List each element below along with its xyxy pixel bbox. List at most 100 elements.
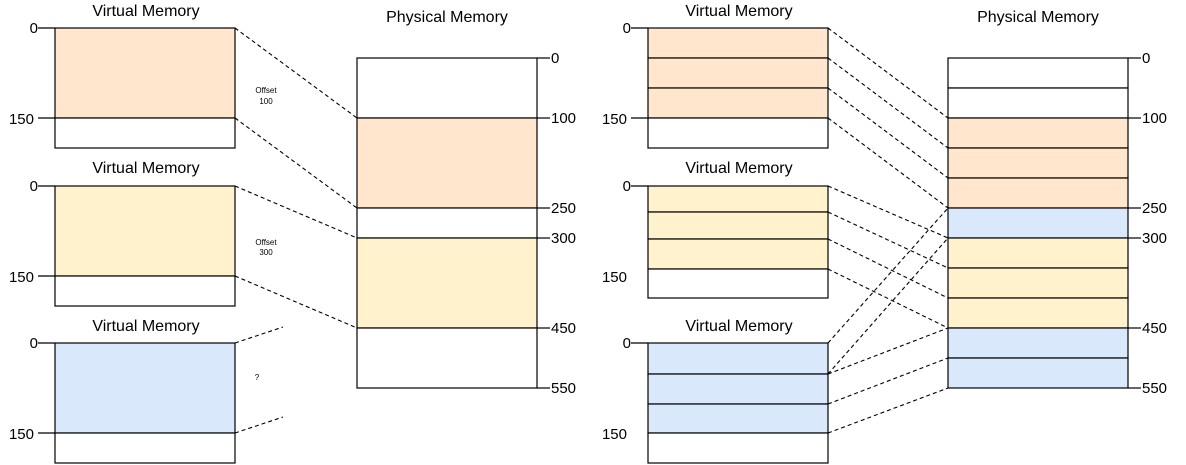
left-diagram: Virtual Memory 0 150 Offset 100 Virtual …: [9, 3, 576, 464]
left-map-vm3-bottom-stub: [234, 416, 284, 434]
right-vm2-tick-bottom: 150: [602, 269, 627, 286]
left-map-vm2-bottom: [234, 275, 358, 329]
left-vm3-tick-top: 0: [30, 335, 38, 352]
right-pm-frame-8: [947, 267, 1129, 299]
left-pm-tick-100: 100: [551, 110, 576, 127]
left-map-vm3-top-stub: [234, 326, 284, 344]
left-pm-tick-0: 0: [551, 50, 559, 67]
right-pm-frame-2: [947, 87, 1129, 119]
right-vm2-free-region: [647, 268, 829, 299]
right-pm-frame-7: [947, 237, 1129, 269]
left-vm1-free-region: [54, 117, 236, 149]
right-vm1-tick-bottom: 150: [602, 111, 627, 128]
right-map-yellow-2: [827, 211, 949, 269]
left-vm2-tick-top: 0: [30, 178, 38, 195]
right-map-orange-2: [827, 57, 949, 149]
right-pm-frame-9: [947, 297, 1129, 329]
right-map-blue-3: [827, 327, 949, 375]
left-vm1-note-line1: Offset: [255, 86, 277, 95]
left-map-vm2-top: [234, 185, 358, 239]
right-pm-frame-11: [947, 357, 1129, 389]
left-vm1-title: Virtual Memory: [92, 3, 199, 20]
left-virtual-memory-3: Virtual Memory 0 150 ?: [9, 318, 260, 464]
right-vm3-tick-bottom: 150: [602, 426, 627, 443]
right-map-yellow-4: [827, 268, 949, 329]
right-diagram: Virtual Memory 0 150 Virtual Memory 0 15…: [602, 3, 1167, 464]
right-vm3-tick-top: 0: [623, 335, 631, 352]
right-vm3-page-1: [647, 342, 829, 375]
right-vm1-page-3: [647, 87, 829, 119]
left-vm2-free-region: [54, 275, 236, 307]
left-vm1-tick-top: 0: [30, 20, 38, 37]
left-vm1-note-line2: 100: [259, 97, 273, 106]
right-map-blue-1: [827, 207, 949, 344]
right-vm3-free-region: [647, 432, 829, 464]
right-map-orange-4: [827, 117, 949, 209]
right-pm-tick-550: 550: [1142, 380, 1167, 397]
right-vm1-free-region: [647, 117, 829, 149]
left-vm1-used-region: [54, 27, 236, 119]
right-map-blue-4: [827, 357, 949, 405]
left-vm3-tick-bottom: 150: [9, 426, 34, 443]
right-vm3-page-2: [647, 373, 829, 405]
right-pm-frame-10: [947, 327, 1129, 359]
left-map-vm1-bottom: [234, 117, 358, 209]
left-pm-region-free-2: [356, 207, 538, 239]
left-virtual-memory-1: Virtual Memory 0 150 Offset 100: [9, 3, 277, 149]
right-pm-title: Physical Memory: [977, 9, 1099, 26]
right-vm1-tick-top: 0: [623, 20, 631, 37]
right-pm-frame-1: [947, 57, 1129, 89]
left-vm2-note-line1: Offset: [255, 238, 277, 247]
right-pm-tick-250: 250: [1142, 200, 1167, 217]
left-pm-region-orange: [356, 117, 538, 209]
left-physical-memory: Physical Memory 0 100 250 300 450 550: [356, 9, 576, 397]
right-vm2-page-2: [647, 211, 829, 240]
left-vm3-note-unknown: ?: [255, 373, 260, 382]
right-vm1-page-1: [647, 27, 829, 59]
left-vm2-used-region: [54, 185, 236, 277]
left-pm-tick-250: 250: [551, 200, 576, 217]
left-mapping-lines: [234, 27, 358, 434]
right-map-orange-1: [827, 27, 949, 119]
right-pm-tick-450: 450: [1142, 320, 1167, 337]
right-pm-frame-3: [947, 117, 1129, 149]
right-virtual-memory-1: Virtual Memory 0 150: [602, 3, 829, 149]
left-virtual-memory-2: Virtual Memory 0 150 Offset 300: [9, 160, 277, 307]
right-vm2-tick-top: 0: [623, 178, 631, 195]
right-virtual-memory-3: Virtual Memory 0 150: [602, 318, 829, 464]
right-map-yellow-3: [827, 238, 949, 299]
right-pm-frame-6: [947, 207, 1129, 239]
left-pm-tick-450: 450: [551, 320, 576, 337]
right-map-blue-2: [827, 237, 949, 375]
right-vm2-page-3: [647, 238, 829, 270]
left-vm2-tick-bottom: 150: [9, 269, 34, 286]
left-pm-title: Physical Memory: [386, 9, 508, 26]
right-map-orange-3: [827, 87, 949, 179]
left-pm-region-free-3: [356, 327, 538, 389]
right-pm-frame-4: [947, 147, 1129, 179]
right-vm3-title: Virtual Memory: [685, 318, 792, 335]
right-pm-tick-0: 0: [1142, 50, 1150, 67]
left-pm-tick-300: 300: [551, 230, 576, 247]
right-mapping-lines: [827, 27, 949, 434]
right-pm-tick-100: 100: [1142, 110, 1167, 127]
left-vm2-title: Virtual Memory: [92, 160, 199, 177]
left-vm3-used-region: [54, 342, 236, 434]
right-vm3-page-3: [647, 403, 829, 434]
right-map-yellow-1: [827, 185, 949, 239]
right-vm2-title: Virtual Memory: [685, 160, 792, 177]
left-pm-region-yellow: [356, 237, 538, 329]
right-map-blue-5: [827, 387, 949, 434]
left-vm3-free-region: [54, 432, 236, 464]
left-pm-region-free-1: [356, 57, 538, 119]
right-vm1-page-2: [647, 57, 829, 89]
left-vm1-tick-bottom: 150: [9, 111, 34, 128]
right-vm2-page-1: [647, 185, 829, 213]
right-vm1-title: Virtual Memory: [685, 3, 792, 20]
right-pm-frame-5: [947, 177, 1129, 209]
right-pm-tick-300: 300: [1142, 230, 1167, 247]
right-virtual-memory-2: Virtual Memory 0 150: [602, 160, 829, 299]
right-physical-memory: Physical Memory 0 100 250 300 450 550: [947, 9, 1167, 397]
